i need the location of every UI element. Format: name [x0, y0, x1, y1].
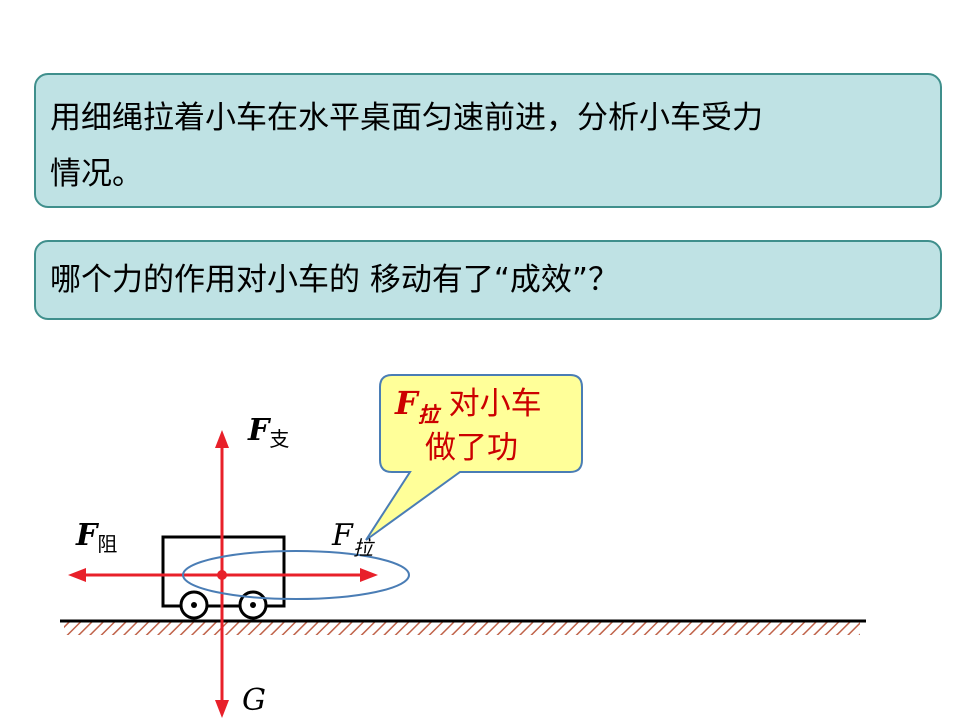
pull-highlight-ellipse	[182, 550, 410, 600]
cart-wheel-left	[179, 590, 209, 620]
prompt-box: 哪个力的作用对小车的 移动有了“成效”？	[34, 240, 942, 320]
callout-line-2: 做了功	[425, 430, 518, 466]
question-line-1: 用细绳拉着小车在水平桌面匀速前进，分析小车受力	[50, 100, 763, 136]
label-pull-force: F拉	[331, 518, 376, 560]
support-arrowhead	[215, 430, 229, 448]
question-line-2: 情况。	[50, 156, 143, 192]
label-gravity: G	[242, 683, 266, 718]
ground-hatch	[64, 621, 860, 635]
callout-bubble	[365, 374, 583, 541]
force-origin-dot	[217, 570, 227, 580]
pull-arrowhead	[360, 568, 378, 582]
prompt-line: 哪个力的作用对小车的 移动有了“成效”？	[50, 262, 619, 298]
callout-line-1: F拉 对小车	[394, 384, 542, 427]
friction-arrowhead	[68, 568, 86, 582]
label-support-force: F支	[247, 413, 289, 451]
label-friction-force: F阻	[75, 518, 117, 556]
gravity-arrowhead	[215, 700, 229, 718]
question-box: 用细绳拉着小车在水平桌面匀速前进，分析小车受力 情况。	[34, 73, 942, 208]
